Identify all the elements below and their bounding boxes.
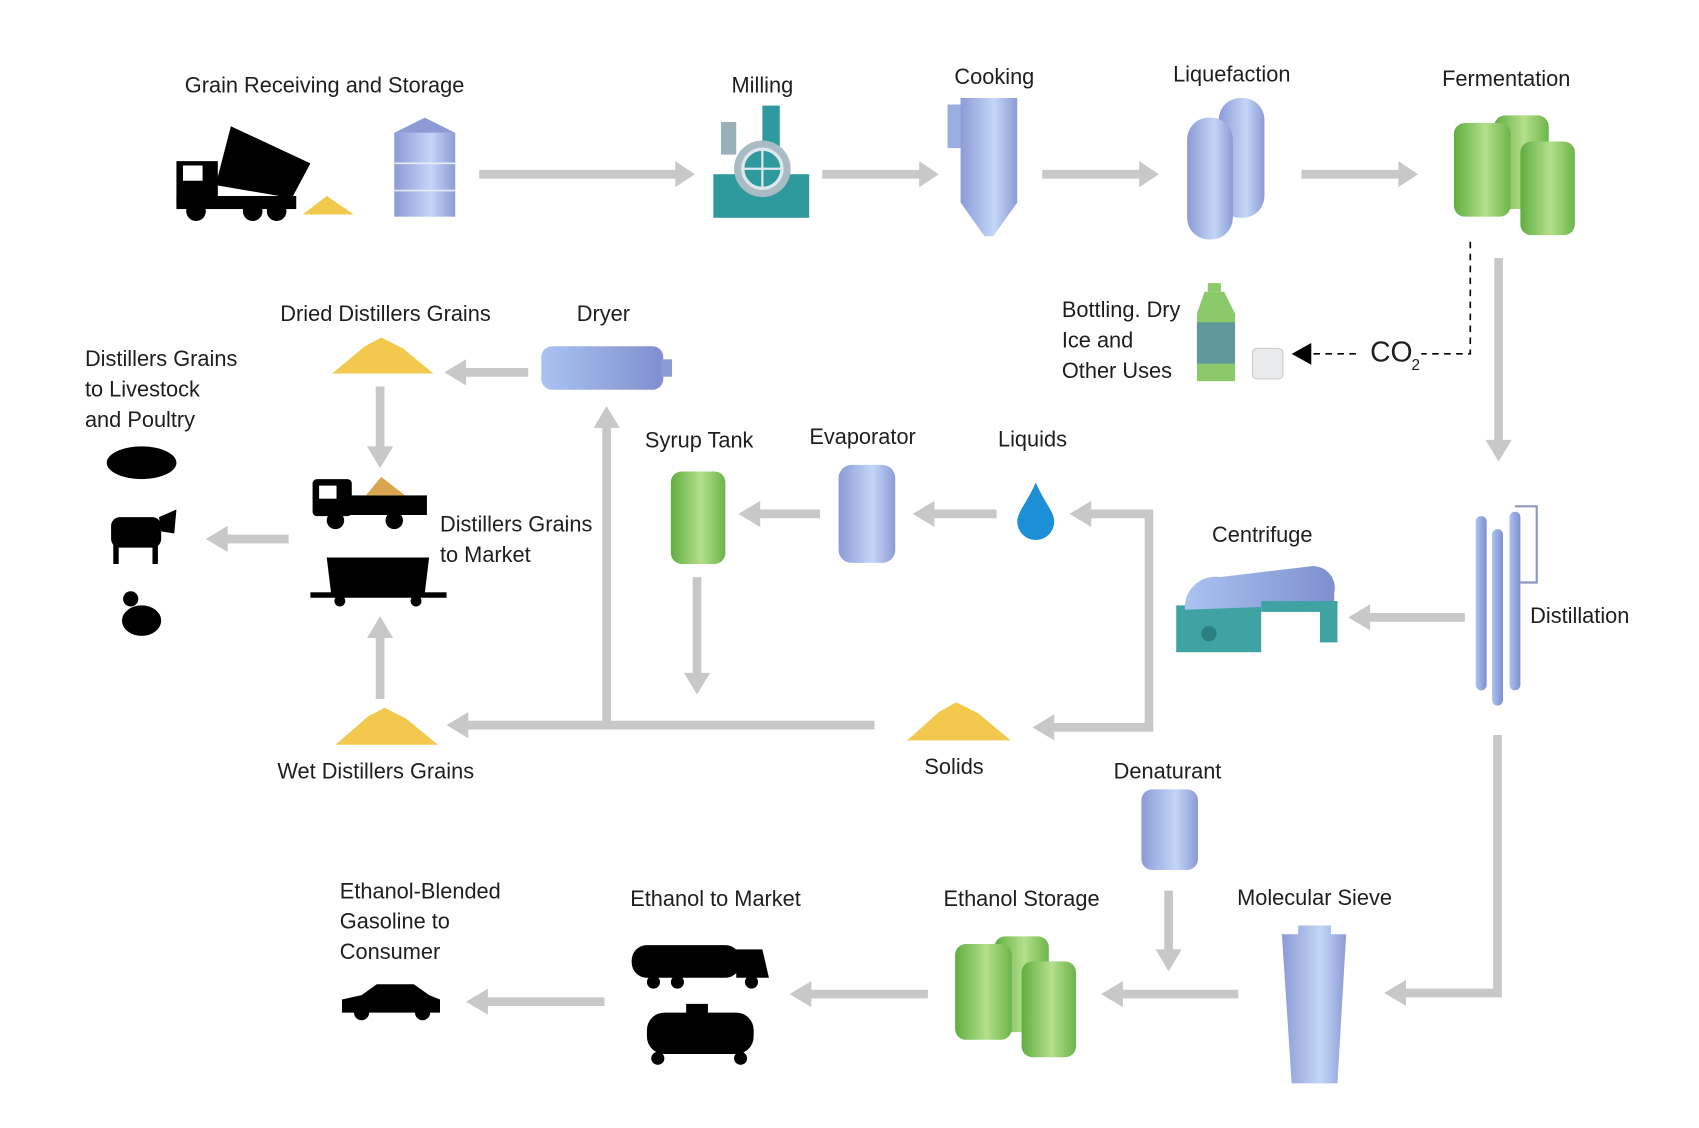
stage-labels: Grain Receiving and Storage Milling Cook… xyxy=(85,62,1629,965)
arrow-distillation-to-centrifuge xyxy=(1348,604,1465,631)
label-co2-subscript: 2 xyxy=(1411,357,1419,374)
cooker-icon xyxy=(947,97,1018,237)
dump-truck-icon xyxy=(176,126,311,222)
arrow-distillation-to-sieve xyxy=(1384,734,1502,1007)
flow-arrows xyxy=(205,161,1512,1015)
arrow-liquefaction-to-fermentation xyxy=(1301,161,1419,188)
solids-pile-icon xyxy=(907,702,1011,741)
label-milling: Milling xyxy=(732,73,794,98)
label-molecular-sieve: Molecular Sieve xyxy=(1237,885,1392,910)
arrow-centrifuge-split xyxy=(1032,500,1154,741)
mill-icon xyxy=(713,105,810,218)
hopper-railcar-icon xyxy=(310,557,447,607)
livestock-animals-icons xyxy=(106,446,177,636)
arrow-dried-to-market xyxy=(367,386,394,469)
label-ethanol-market: Ethanol to Market xyxy=(630,886,801,911)
arrow-market-to-consumer xyxy=(466,988,605,1015)
grain-truck-icon xyxy=(312,476,427,530)
arrow-evaporator-to-syrup xyxy=(738,500,821,527)
arrow-dryer-to-dried-grains xyxy=(444,359,529,386)
cow-icon xyxy=(111,509,177,564)
tanker-railcar-icon xyxy=(646,1003,754,1065)
label-liquefaction: Liquefaction xyxy=(1173,62,1290,87)
arrow-storage-to-market xyxy=(789,981,928,1008)
car-icon xyxy=(341,984,440,1021)
chicken-icon xyxy=(121,591,162,636)
arrow-liquids-to-evaporator xyxy=(912,500,997,527)
arrow-denaturant-down xyxy=(1155,890,1182,972)
arrow-storage-to-milling xyxy=(479,161,695,188)
arrow-market-to-livestock xyxy=(205,525,289,553)
arrow-wet-to-market xyxy=(367,616,394,700)
dryer-icon xyxy=(541,346,672,390)
pig-icon xyxy=(106,446,177,480)
liquefaction-tanks-icon xyxy=(1187,97,1265,240)
label-solids: Solids xyxy=(924,754,983,779)
label-syrup-tank: Syrup Tank xyxy=(645,428,754,453)
arrow-cooking-to-liquefaction xyxy=(1042,161,1159,188)
label-ethanol-storage: Ethanol Storage xyxy=(944,886,1100,911)
label-liquids: Liquids xyxy=(998,426,1067,451)
arrow-to-dryer xyxy=(593,406,620,726)
fermentation-tanks-icon xyxy=(1453,115,1575,236)
label-denaturant: Denaturant xyxy=(1114,758,1222,783)
label-centrifuge: Centrifuge xyxy=(1212,522,1312,547)
arrow-milling-to-cooking xyxy=(822,161,939,188)
arrow-fermentation-to-distillation xyxy=(1485,258,1512,462)
evaporator-icon xyxy=(838,464,896,563)
grain-pile-icon xyxy=(302,195,354,215)
label-evaporator: Evaporator xyxy=(809,424,915,449)
bottle-icon xyxy=(1196,283,1236,382)
label-wet-grains: Wet Distillers Grains xyxy=(277,758,474,783)
label-distillation: Distillation xyxy=(1530,603,1629,628)
wet-grain-pile-icon xyxy=(335,707,438,745)
arrow-co2-dashed xyxy=(1291,241,1472,365)
label-grain-receiving: Grain Receiving and Storage xyxy=(185,73,465,98)
dried-grain-pile-icon xyxy=(332,337,434,374)
molecular-sieve-icon xyxy=(1281,925,1347,1084)
arrow-solids-to-wet-grains xyxy=(446,712,875,739)
distillation-column-icon xyxy=(1475,505,1538,706)
label-dryer: Dryer xyxy=(577,301,630,326)
label-co2: CO xyxy=(1370,335,1412,367)
label-cooking: Cooking xyxy=(954,64,1034,89)
grain-silo-icon xyxy=(394,117,456,217)
denaturant-tank-icon xyxy=(1141,789,1199,870)
arrow-sieve-to-storage xyxy=(1101,981,1239,1008)
ethanol-storage-tanks-icon xyxy=(955,936,1077,1058)
centrifuge-icon xyxy=(1176,566,1338,653)
arrow-syrup-down xyxy=(683,577,711,695)
label-fermentation: Fermentation xyxy=(1442,66,1570,91)
label-dried-grains: Dried Distillers Grains xyxy=(280,301,491,326)
dry-ice-icon xyxy=(1251,347,1284,380)
water-drop-icon xyxy=(1017,482,1055,541)
syrup-tank-icon xyxy=(670,471,726,564)
tanker-truck-icon xyxy=(631,945,769,989)
